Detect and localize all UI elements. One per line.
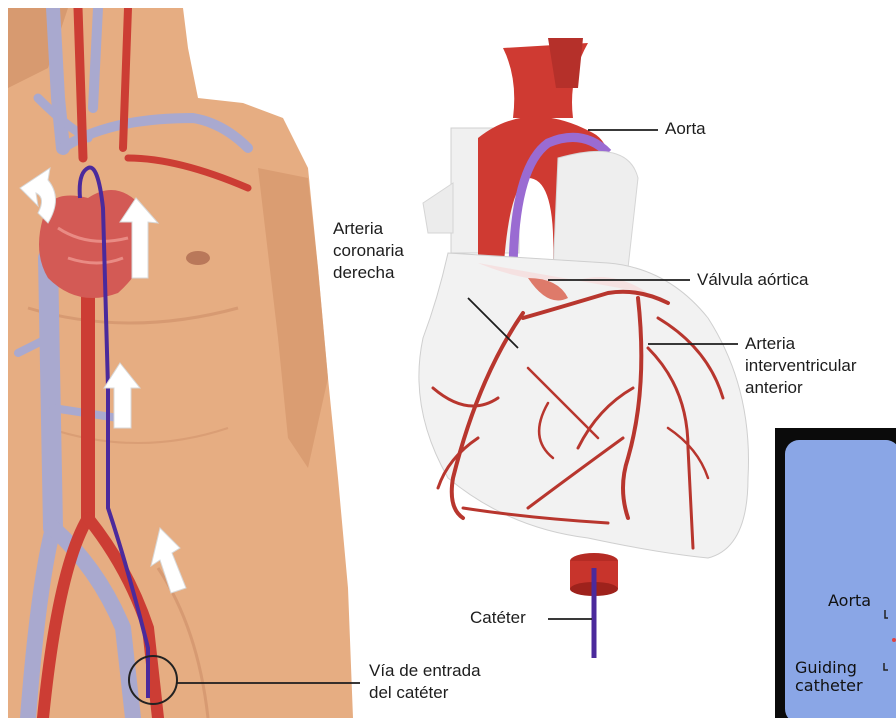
label-lad-line1: Arteria [745,333,857,355]
label-lad-line2: interventricular [745,355,857,377]
label-right-coronary-line2: coronaria [333,240,404,262]
inset-label-guiding-catheter: Guiding catheter [795,659,863,695]
label-entry: Vía de entrada del catéter [369,660,481,704]
label-aortic-valve: Válvula aórtica [697,269,809,291]
label-aorta: Aorta [665,118,706,140]
illustration: Aorta Válvula aórtica Arteria coronaria … [8,8,896,718]
label-right-coronary: Arteria coronaria derecha [333,218,404,284]
label-entry-line1: Vía de entrada [369,660,481,682]
label-right-coronary-line1: Arteria [333,218,404,240]
label-lad-line3: anterior [745,377,857,399]
label-lad: Arteria interventricular anterior [745,333,857,399]
inset-label-aorta: Aorta [828,592,871,610]
label-catheter: Catéter [470,607,526,629]
inset-label-guiding-line2: catheter [795,677,863,695]
inset-label-guiding-line1: Guiding [795,659,863,677]
label-right-coronary-line3: derecha [333,262,404,284]
label-entry-line2: del catéter [369,682,481,704]
